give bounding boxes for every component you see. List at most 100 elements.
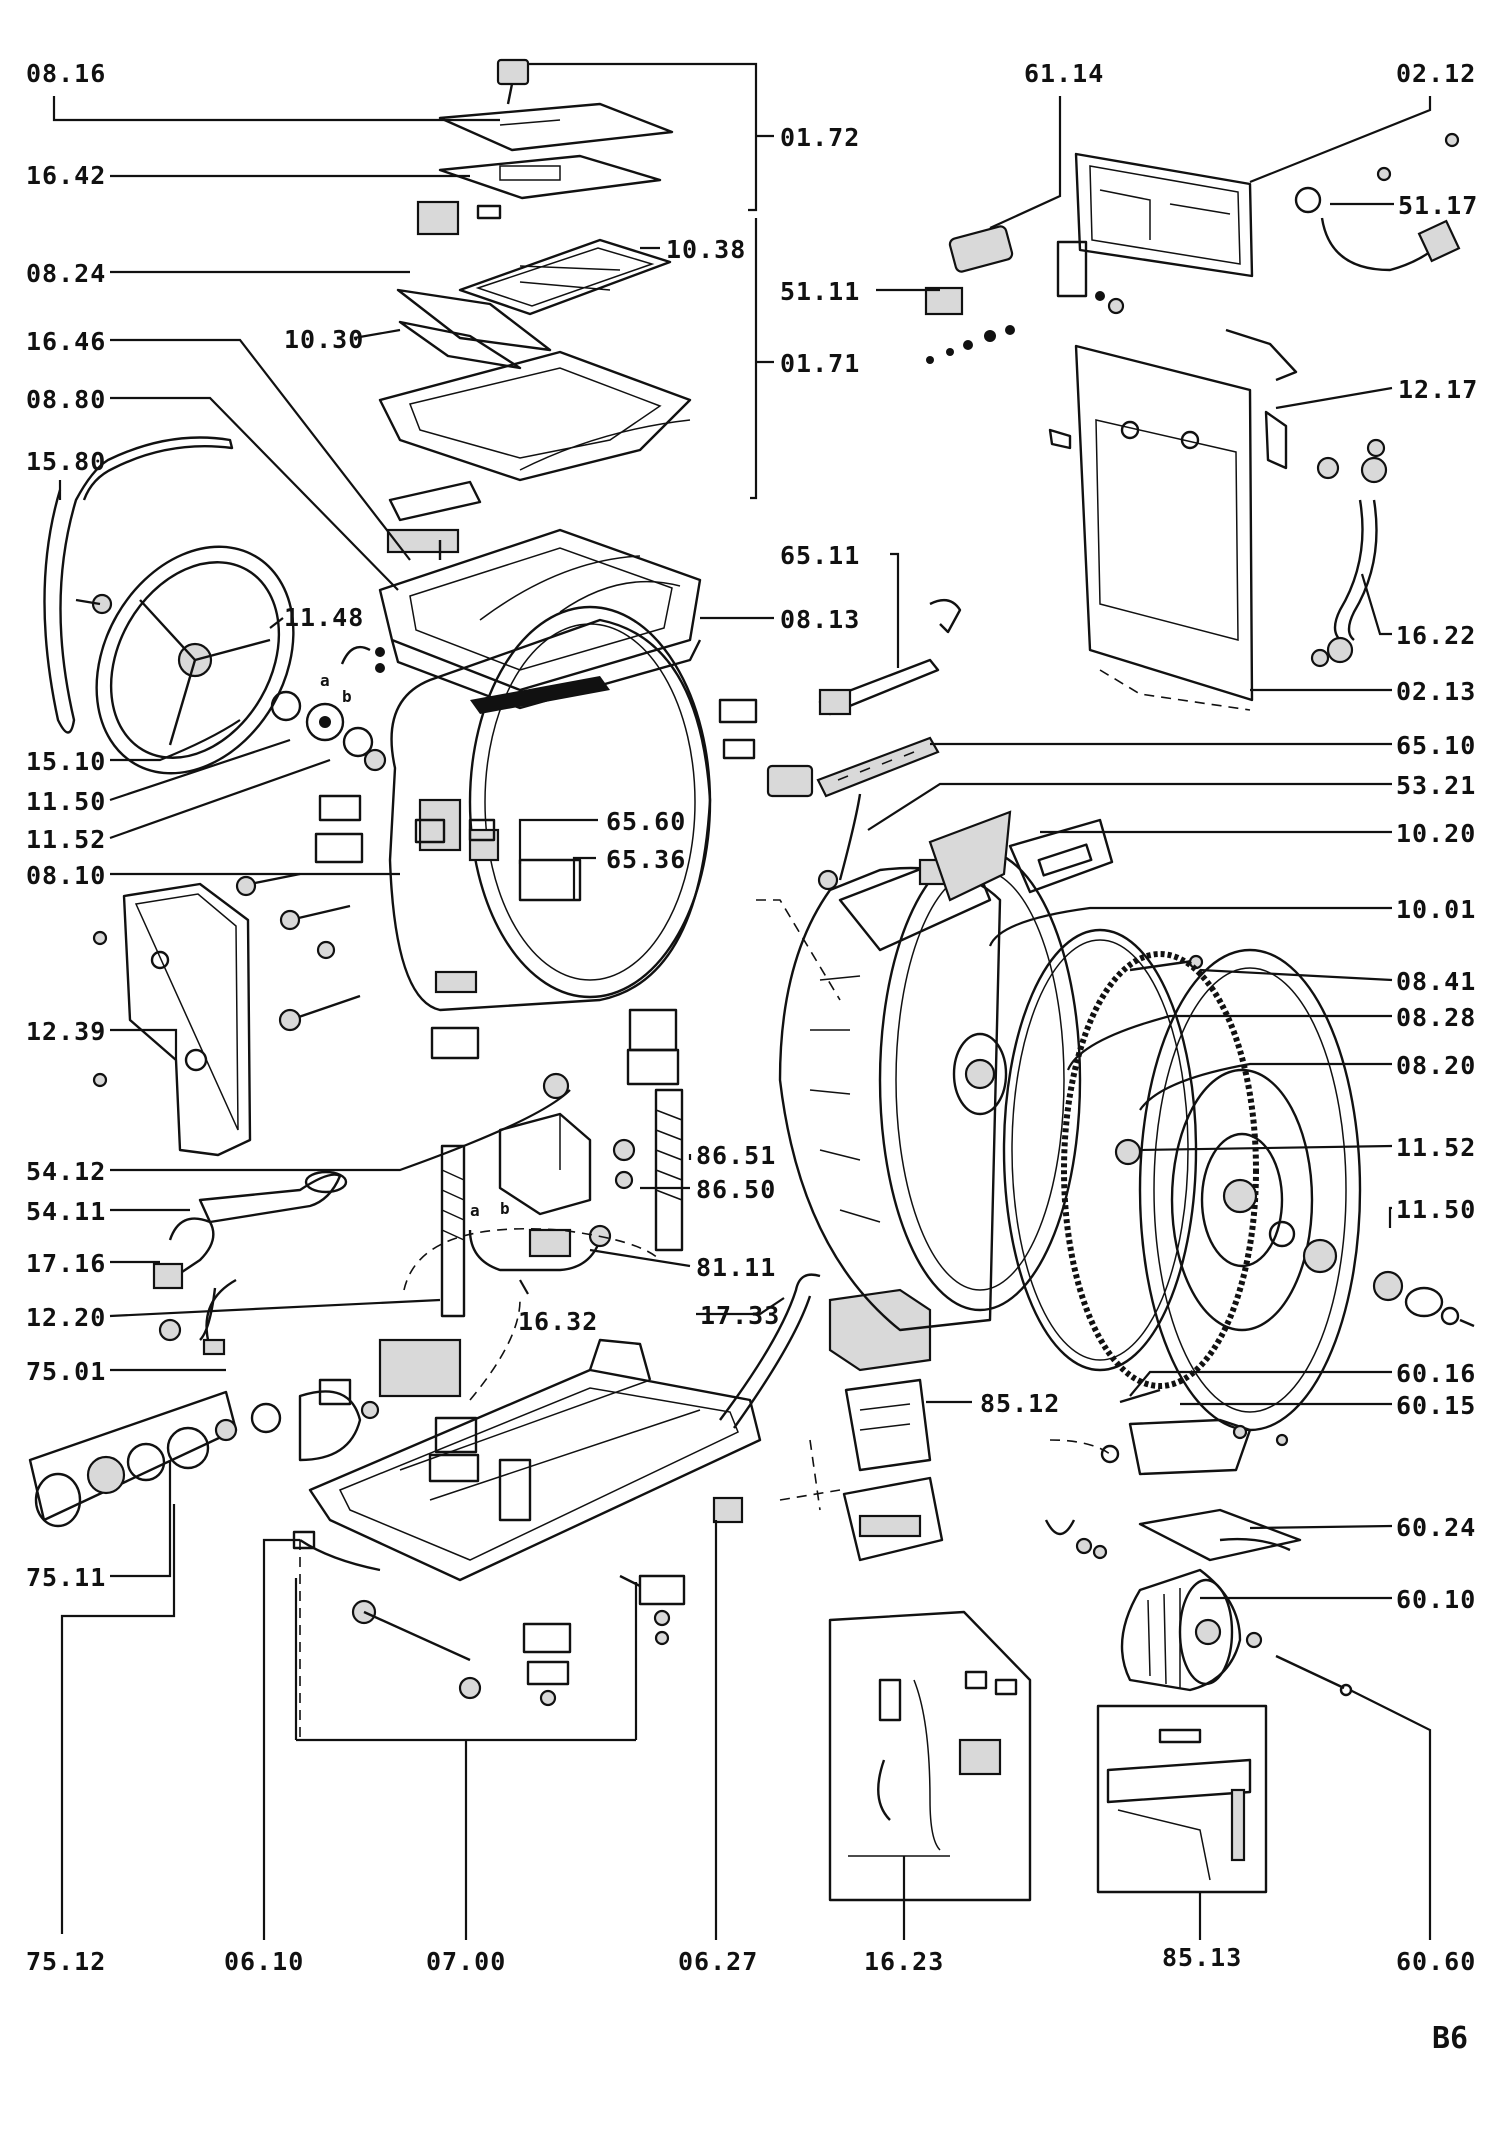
top-frame-drawing (458, 238, 672, 316)
lid-knob-drawing (496, 58, 530, 105)
label-08-13: 08.13 (780, 605, 860, 634)
label-10-20: 10.20 (1396, 819, 1476, 848)
fill-hose-drawing (719, 1273, 821, 1429)
label-53-21: 53.21 (1396, 771, 1476, 800)
label-11-52-right: 11.52 (1396, 1133, 1476, 1162)
label-08-28: 08.28 (1396, 1003, 1476, 1032)
gasket-drawing (1061, 951, 1259, 1389)
label-75-12: 75.12 (26, 1947, 106, 1976)
label-12-39: 12.39 (26, 1017, 106, 1046)
inlet-hose-drawing (1310, 438, 1388, 668)
label-16-46: 16.46 (26, 327, 106, 356)
label-60-10: 60.10 (1396, 1585, 1476, 1614)
label-10-01: 10.01 (1396, 895, 1476, 924)
small-bracket-drawing (386, 480, 482, 560)
label-08-80: 08.80 (26, 385, 106, 414)
label-16-23: 16.23 (864, 1947, 944, 1976)
label-08-41: 08.41 (1396, 967, 1476, 996)
motor-drawing (1120, 1568, 1353, 1697)
label-11-50-right: 11.50 (1396, 1195, 1476, 1224)
label-65-36: 65.36 (606, 845, 686, 874)
back-panel-top-drawing (1074, 152, 1254, 278)
outer-tub-drawing (388, 605, 712, 1012)
label-17-16: 17.16 (26, 1249, 106, 1278)
detail-box-85-13-drawing (1096, 1704, 1268, 1894)
label-51-17: 51.17 (1398, 191, 1478, 220)
label-61-14: 61.14 (1024, 59, 1104, 88)
actuator-rods-drawing (816, 598, 962, 891)
tub-brackets-drawing (314, 698, 814, 864)
lid-inner-drawing (438, 154, 662, 200)
guide-lines (299, 899, 1111, 1740)
counterweight-drawing (122, 882, 252, 1157)
label-15-80: 15.80 (26, 447, 106, 476)
motor-bracket-drawing (1044, 1388, 1302, 1562)
label-06-10: 06.10 (224, 1947, 304, 1976)
leader-lines (52, 62, 1432, 1940)
drum-lifter-drawing (928, 810, 1114, 902)
label-75-01: 75.01 (26, 1357, 106, 1386)
rear-panel-drawing (1048, 328, 1298, 711)
label-86-50: 86.50 (696, 1175, 776, 1204)
base-frame-drawing (308, 1338, 762, 1582)
label-60-15: 60.15 (1396, 1391, 1476, 1420)
tub-top-housing-drawing (378, 528, 702, 710)
control-module-drawing (828, 1288, 944, 1562)
label-86-51: 86.51 (696, 1141, 776, 1170)
label-65-11: 65.11 (780, 541, 860, 570)
label-15-10: 15.10 (26, 747, 106, 776)
suspension-arm-drawing (198, 1170, 348, 1224)
label-12-20: 12.20 (26, 1303, 106, 1332)
hose-clip-drawing (340, 645, 385, 673)
wiring-harness-drawing (468, 1224, 612, 1272)
label-54-11: 54.11 (26, 1197, 106, 1226)
label-60-16: 60.16 (1396, 1359, 1476, 1388)
label-51-11: 51.11 (780, 277, 860, 306)
label-10-30: 10.30 (284, 325, 364, 354)
part-number-labels: 08.1616.4208.2416.4608.8015.8011.4815.10… (26, 59, 1478, 1976)
console-base-drawing (378, 350, 692, 482)
label-01-71: 01.71 (780, 349, 860, 378)
label-85-13: 85.13 (1162, 1943, 1242, 1972)
label-75-11: 75.11 (26, 1563, 106, 1592)
label-16-42: 16.42 (26, 161, 106, 190)
label-08-16: 08.16 (26, 59, 106, 88)
label-11-48: 11.48 (284, 603, 364, 632)
label-16-32: 16.32 (518, 1307, 598, 1336)
label-06-27: 06.27 (678, 1947, 758, 1976)
label-02-12: 02.12 (1396, 59, 1476, 88)
label-81-11: 81.11 (696, 1253, 776, 1282)
page-label: B6 (1432, 2021, 1468, 2056)
bearing-set-right-drawing (1114, 1138, 1475, 1328)
pedal-clip-drawing (712, 1496, 744, 1524)
top-rail-drawing (396, 288, 552, 370)
label-16-22: 16.22 (1396, 621, 1476, 650)
label-60-24: 60.24 (1396, 1513, 1476, 1542)
label-02-13: 02.13 (1396, 677, 1476, 706)
label-08-20: 08.20 (1396, 1051, 1476, 1080)
label-65-10: 65.10 (1396, 731, 1476, 760)
pulley-drawing (75, 545, 295, 775)
connector-letter-a2: a (470, 1201, 480, 1220)
connector-letter-b2: b (500, 1199, 510, 1218)
levelling-feet-drawing (292, 1530, 686, 1707)
detail-box-16-23-drawing (828, 1610, 1032, 1902)
lid-cover-drawing (438, 102, 674, 152)
label-12-17: 12.17 (1398, 375, 1478, 404)
label-85-12: 85.12 (980, 1389, 1060, 1418)
label-08-10: 08.10 (26, 861, 106, 890)
motor-capacitor-drawing (924, 225, 1088, 316)
inner-drum-drawing (778, 848, 1082, 1332)
drive-belt-drawing (43, 436, 234, 734)
hose-parts-drawing (152, 1217, 237, 1356)
mains-cable-drawing (1294, 132, 1461, 272)
hub-parts-drawing (270, 690, 387, 772)
connector-letter-a1: a (320, 671, 330, 690)
screws-row-drawing (926, 291, 1125, 364)
label-10-38: 10.38 (666, 235, 746, 264)
label-60-60: 60.60 (1396, 1947, 1476, 1976)
rear-tub-cover-drawing (1138, 948, 1362, 1432)
label-54-12: 54.12 (26, 1157, 106, 1186)
